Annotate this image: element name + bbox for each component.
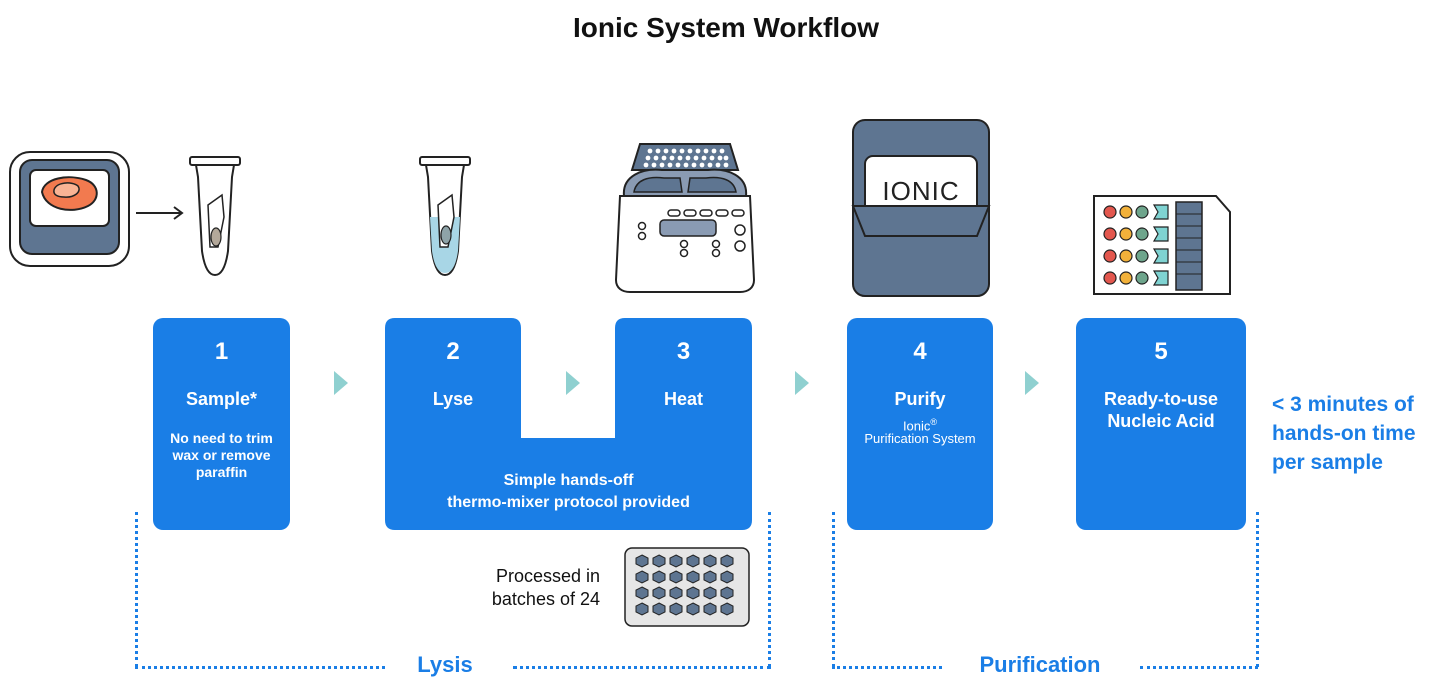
step-1-sample-card: 1 Sample* No need to trim wax or remove … (153, 318, 290, 530)
flow-arrow-4 (1025, 371, 1039, 395)
purification-bracket-bottom-left (832, 666, 942, 669)
flow-arrow-2 (566, 371, 580, 395)
thermo-mixer-protocol-note: Simple hands-off thermo-mixer protocol p… (385, 470, 752, 514)
step-4-brand-name: Ionic (902, 418, 931, 434)
page-title: Ionic System Workflow (573, 12, 879, 43)
lysis-group-label: Lysis (417, 652, 473, 677)
step-4-description: Purification System (864, 431, 976, 446)
lysis-bracket-left (135, 512, 138, 667)
lysis-bracket-bottom-right (513, 666, 771, 669)
lysis-bracket-bottom-left (135, 666, 385, 669)
step-3-title: Heat (663, 389, 703, 409)
batch-size-label: Processed in batches of 24 (491, 566, 600, 609)
transfer-arrow-icon (136, 206, 184, 220)
ionic-purification-device-icon: IONIC (851, 119, 991, 297)
step-1-description: No need to trim wax or remove paraffin (170, 430, 273, 480)
hands-on-time-note: < 3 minutes of hands-on time per sample (1272, 393, 1416, 474)
step-4-number: 4 (913, 338, 927, 365)
step-3-number: 3 (676, 338, 691, 365)
step-5-title: Ready-to-use Nucleic Acid (1103, 389, 1219, 431)
tube-with-buffer-icon (419, 156, 471, 277)
step-4-purify-card: 4 Purify Ionic® Purification System (847, 318, 993, 530)
purification-bracket-right (1256, 512, 1259, 667)
step-1-number: 1 (214, 338, 229, 365)
step-5-number: 5 (1154, 338, 1168, 365)
purification-bracket-left (832, 512, 835, 667)
registered-mark: ® (930, 417, 938, 427)
lysis-bracket-right (768, 512, 771, 667)
protocol-note-line-2: thermo-mixer protocol provided (447, 494, 690, 511)
step-4-title: Purify (894, 389, 946, 409)
thermo-mixer-icon (614, 143, 756, 293)
lyse-heat-combined-panel (385, 318, 752, 530)
step-2-number: 2 (446, 338, 460, 365)
protocol-note-line-1: Simple hands-off (503, 472, 634, 489)
purification-group-label: Purification (979, 652, 1101, 677)
tissue-cassette-icon (9, 151, 130, 267)
24-well-plate-icon (624, 547, 750, 627)
flow-arrow-1 (334, 371, 348, 395)
step-4-brand: Ionic® (847, 414, 993, 434)
nucleic-acid-chip-icon (1093, 195, 1231, 295)
ionic-logo-text: IONIC (882, 176, 959, 206)
step-1-title: Sample* (185, 389, 258, 409)
purification-bracket-bottom-right-line (1140, 666, 1258, 669)
flow-arrow-3 (795, 371, 809, 395)
step-5-ready-card: 5 Ready-to-use Nucleic Acid (1076, 318, 1246, 530)
step-2-title: Lyse (432, 389, 474, 409)
tube-with-sample-icon (189, 156, 241, 277)
